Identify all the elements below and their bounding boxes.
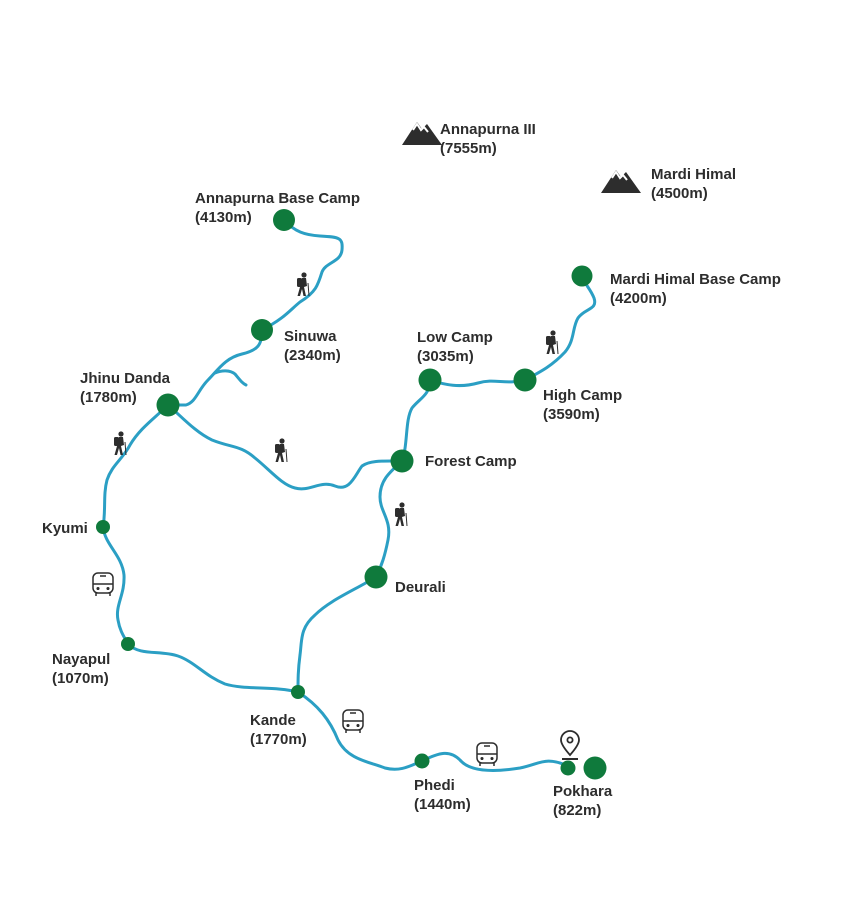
hiker-icon (394, 501, 408, 527)
stop-kande[interactable] (291, 685, 305, 699)
trail-side-branch (213, 369, 248, 387)
peak-name: Annapurna III (440, 121, 536, 138)
stop-elevation: (4200m) (610, 290, 667, 307)
stop-label-kyumi: Kyumi (42, 519, 88, 538)
bus-icon (342, 709, 364, 734)
stop-elevation: (3590m) (543, 406, 600, 423)
stop-label-kande: Kande (1770m) (250, 711, 307, 749)
stop-phedi[interactable] (414, 753, 430, 769)
stop-nayapul[interactable] (121, 637, 135, 651)
trail-lines (101, 218, 597, 772)
bus-icon (92, 572, 114, 597)
stop-name: Annapurna Base Camp (195, 190, 361, 207)
stop-label-high-camp: High Camp (3590m) (543, 386, 622, 424)
stop-elevation: (1070m) (52, 670, 109, 687)
trail-jhinu-forest (166, 403, 404, 491)
trail-kyumi-nayapul (101, 525, 130, 646)
peak-name: Mardi Himal (651, 166, 737, 183)
peak-elevation: (4500m) (651, 185, 708, 202)
stop-label-phedi: Phedi (1440m) (414, 776, 471, 814)
peak-label-annapurna-iii: Annapurna III (7555m) (440, 120, 536, 158)
stop-elevation: (1780m) (80, 389, 137, 406)
stop-name: Nayapul (52, 651, 111, 668)
stop-name: Low Camp (417, 329, 493, 346)
stop-label-pokhara: Pokhara (822m) (553, 782, 612, 820)
stop-label-nayapul: Nayapul (1070m) (52, 650, 110, 688)
stop-name: Deurali (395, 579, 446, 596)
peak-label-mardi-himal: Mardi Himal (4500m) (651, 165, 736, 203)
stop-high-camp[interactable] (513, 368, 537, 392)
trail-highcamp-mardi (523, 274, 597, 382)
trail-jhinu-kyumi (101, 403, 170, 529)
stop-mardi-base[interactable] (571, 265, 593, 287)
stop-abc[interactable] (273, 209, 295, 231)
trail-phedi-pokhara (420, 751, 570, 772)
stop-name: Mardi Himal Base Camp (610, 271, 781, 288)
stop-elevation: (4130m) (195, 209, 252, 226)
mountain-icon (401, 121, 443, 146)
location-pin-icon (560, 730, 580, 760)
trail-abc-sinuwa (260, 218, 344, 332)
stop-label-sinuwa: Sinuwa (2340m) (284, 327, 341, 365)
stop-name: Pokhara (553, 783, 613, 800)
mountain-icon (600, 169, 642, 194)
trail-nayapul-kande (126, 642, 300, 694)
stop-low-camp[interactable] (418, 368, 442, 392)
stop-label-mardi-base: Mardi Himal Base Camp (4200m) (610, 270, 781, 308)
stop-name: Kyumi (42, 520, 88, 537)
trail-deurali-kande (296, 575, 378, 694)
stop-deurali[interactable] (364, 565, 388, 589)
stop-name: Phedi (414, 777, 455, 794)
hiker-icon (274, 437, 288, 463)
bus-icon (476, 742, 498, 767)
stop-name: Sinuwa (284, 328, 337, 345)
stop-name: Forest Camp (425, 453, 517, 470)
stop-elevation: (822m) (553, 802, 602, 819)
stops (96, 209, 607, 780)
stop-pokhara[interactable] (583, 756, 607, 780)
hiker-icon (296, 271, 310, 297)
stop-elevation: (3035m) (417, 348, 474, 365)
stop-label-low-camp: Low Camp (3035m) (417, 328, 493, 366)
hiker-icon (545, 329, 559, 355)
trail-forest-lowcamp (400, 378, 432, 463)
stop-name: High Camp (543, 387, 623, 404)
stop-label-deurali: Deurali (395, 578, 446, 597)
trail-lowcamp-highcamp (428, 378, 527, 388)
stop-elevation: (1770m) (250, 731, 307, 748)
stop-label-jhinu-danda: Jhinu Danda (1780m) (80, 369, 170, 407)
stop-kyumi[interactable] (96, 520, 110, 534)
trail-kande-phedi (296, 690, 424, 771)
trail-forest-deurali (374, 459, 404, 579)
stop-elevation: (1440m) (414, 796, 471, 813)
peak-elevation: (7555m) (440, 140, 497, 157)
stop-label-forest-camp: Forest Camp (425, 452, 517, 471)
stop-pokhara-small[interactable] (560, 760, 576, 776)
stop-jhinu-danda[interactable] (156, 393, 180, 417)
stop-name: Kande (250, 712, 296, 729)
stop-sinuwa[interactable] (251, 319, 273, 341)
stop-name: Jhinu Danda (80, 370, 171, 387)
trail-sinuwa-jhinu (166, 328, 264, 407)
stop-label-abc: Annapurna Base Camp (4130m) (195, 189, 360, 227)
stop-forest-camp[interactable] (390, 449, 414, 473)
stop-elevation: (2340m) (284, 347, 341, 364)
